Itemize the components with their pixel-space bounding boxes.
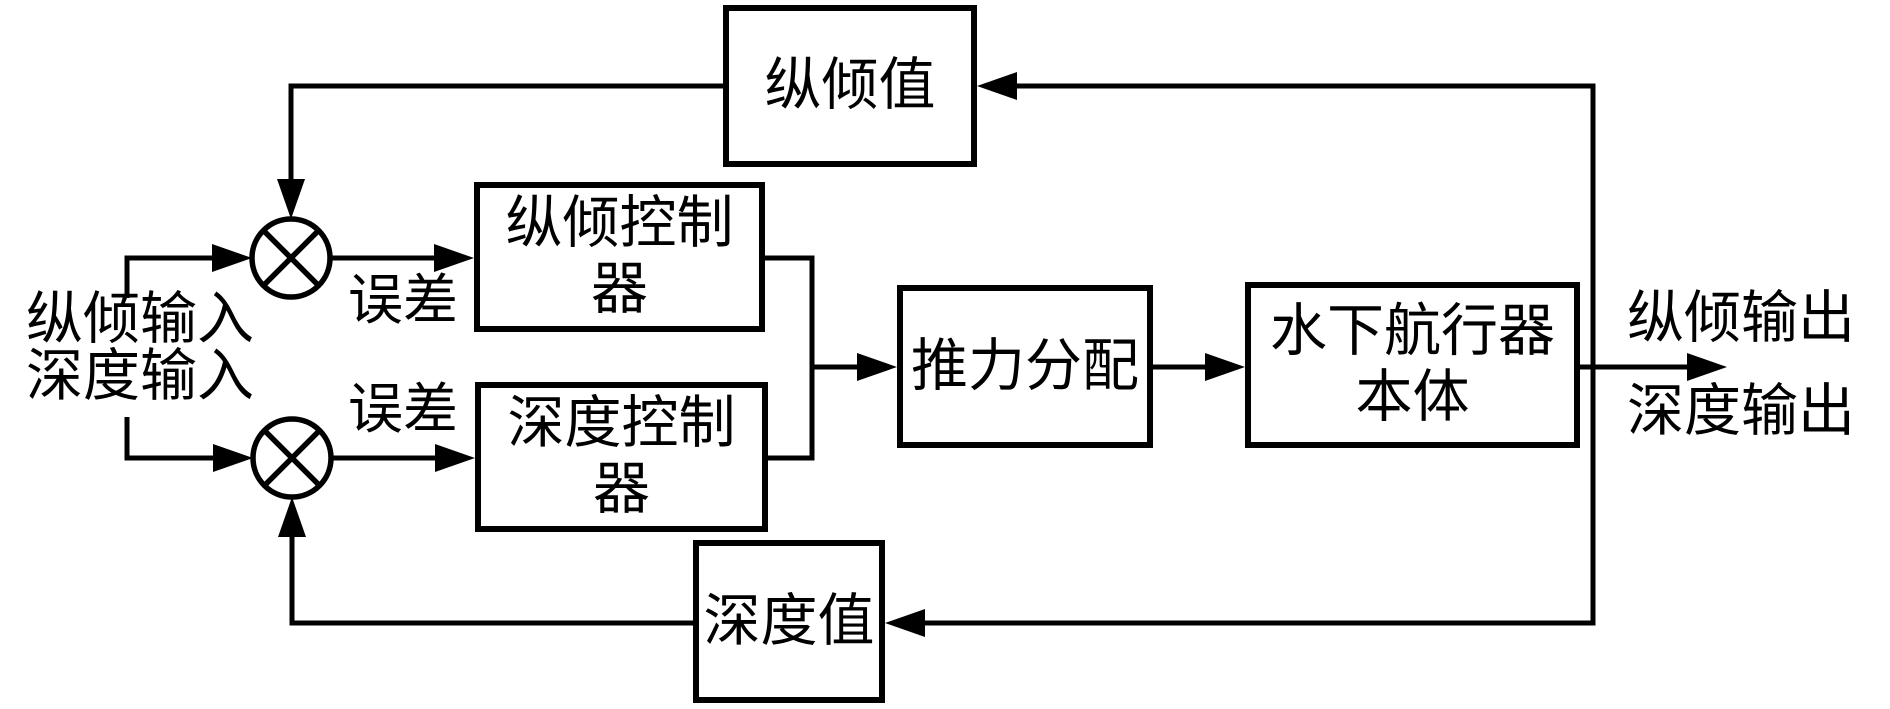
pitch-error-label: 误差 xyxy=(347,268,458,332)
depth-junction-arrowhead xyxy=(278,497,306,537)
sum-junction-depth xyxy=(250,416,334,500)
depth-output-label: 深度输出 xyxy=(1627,378,1855,444)
sum-junction-pitch xyxy=(249,216,333,300)
depth-error-label: 误差 xyxy=(347,377,458,441)
sum-junction-cross-icon xyxy=(261,228,321,288)
merge-to-thrust-arrowhead xyxy=(857,353,897,381)
sum-junction-cross-icon xyxy=(262,428,322,488)
arrowheads xyxy=(212,72,1727,637)
block-thrust-allocation: 推力分配 xyxy=(897,285,1153,448)
pitch-junction-arrowhead xyxy=(277,179,305,219)
depth-feedback-arrowhead xyxy=(885,609,925,637)
block-depth-value: 深度值 xyxy=(693,540,885,703)
input-signals-label: 纵倾输入 深度输入 xyxy=(26,286,254,409)
depth-error-arrowhead xyxy=(435,444,475,472)
thrust-to-vehicle-arrowhead xyxy=(1205,353,1245,381)
block-vehicle-body: 水下航行器 本体 xyxy=(1245,282,1580,448)
input-pitch-arrowhead xyxy=(212,244,252,272)
block-pitch-controller: 纵倾控制器 xyxy=(474,182,765,332)
pitch-output-label: 纵倾输出 xyxy=(1627,285,1855,351)
output-arrowhead xyxy=(1687,353,1727,381)
wire-lines xyxy=(124,83,1689,626)
pitch-error-arrowhead xyxy=(434,244,474,272)
block-pitch-value: 纵倾值 xyxy=(723,5,977,167)
input-depth-arrowhead xyxy=(213,444,253,472)
pitch-feedback-arrowhead xyxy=(977,72,1017,100)
block-depth-controller: 深度控制器 xyxy=(475,382,768,532)
